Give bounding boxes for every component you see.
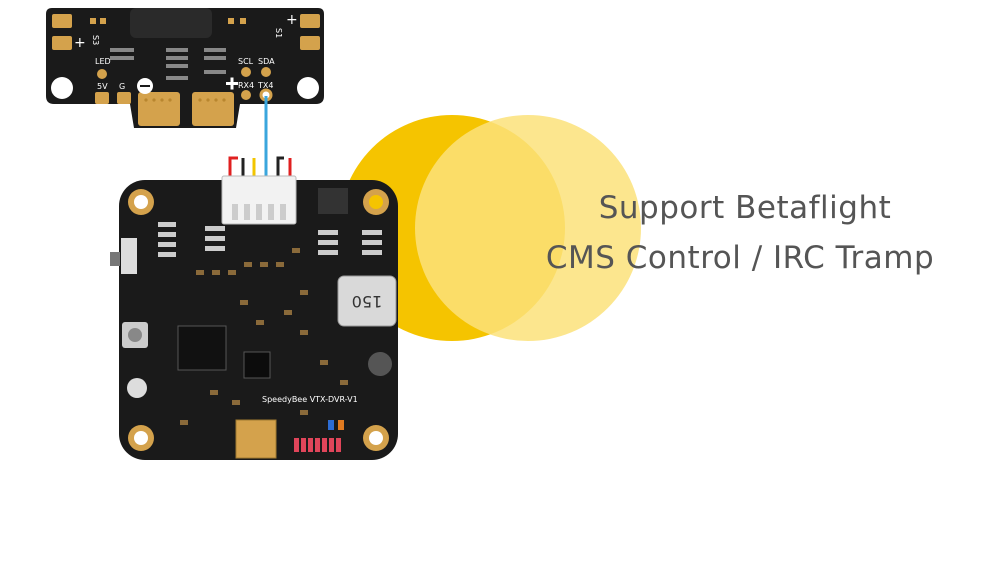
inductor-label: 150: [352, 292, 383, 311]
pad-label-led: LED: [95, 57, 111, 66]
flight-controller-board: + + S3 S1 LED 5V G SCL SDA RX4 TX4: [46, 8, 324, 128]
pad-plus-right: +: [286, 12, 298, 28]
pad-label-g: G: [119, 82, 125, 91]
connector-wires: [228, 156, 292, 178]
mount-hole: [51, 77, 73, 99]
pad-label-s3: S3: [91, 35, 100, 45]
headline-line-2: CMS Control / IRC Tramp: [545, 240, 935, 276]
pad-label-scl: SCL: [238, 57, 254, 66]
headline-line-1: Support Betaflight: [598, 190, 892, 226]
pad-label-rx4: RX4: [238, 81, 254, 90]
mount-hole: [297, 77, 319, 99]
pad-plus-left: +: [74, 35, 86, 51]
pad-label-s1: S1: [274, 28, 283, 38]
pad-label-tx4: TX4: [257, 81, 273, 90]
yellow-circle-right: [415, 115, 641, 341]
pad-label-sda: SDA: [258, 57, 275, 66]
inductor: [337, 275, 397, 327]
pad-label-5v: 5V: [97, 82, 108, 91]
vtx-board: 150 SpeedyBee VTX-DVR-V1: [110, 175, 398, 460]
brand-label: SpeedyBee VTX-DVR-V1: [262, 395, 358, 404]
